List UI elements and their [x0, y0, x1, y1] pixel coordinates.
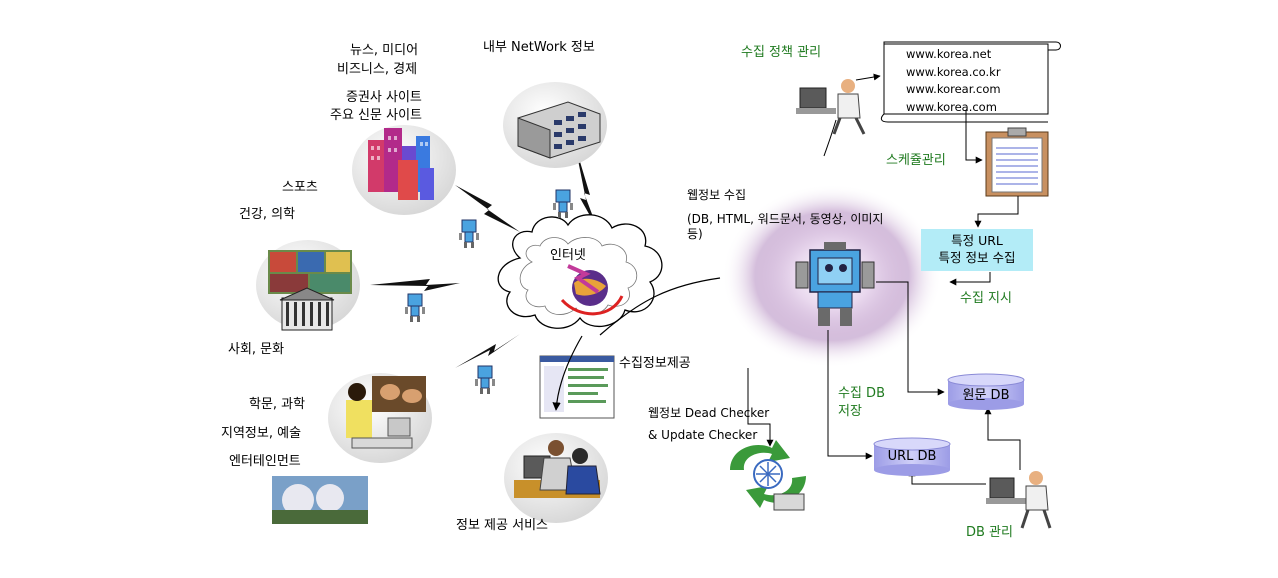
label-web-collection-detail-1: (DB, HTML, 워드문서, 동영상, 이미지: [687, 212, 884, 226]
label-collection-instruction: 수집 지시: [960, 291, 1012, 306]
specific-url-line-1: 특정 URL: [951, 233, 1003, 248]
label-sports: 스포츠: [282, 180, 318, 195]
label-society-culture: 사회, 문화: [228, 342, 285, 357]
lightning-bolt-news: [455, 185, 520, 232]
clipboard-to-url-arrow: [974, 196, 1019, 228]
globe-icon: [560, 264, 624, 316]
original-db-cylinder: [947, 373, 1025, 410]
robot-to-url-db: [827, 330, 873, 460]
label-entertainment: 엔터테인먼트: [229, 454, 301, 469]
db-manager-icon: [986, 471, 1052, 529]
service-people-icon: [514, 440, 601, 498]
label-collection-db-store-1: 수집 DB: [838, 386, 885, 401]
crawler-robot-icon: [795, 242, 875, 326]
label-regional: 지역정보, 예술: [221, 426, 302, 441]
url-scroll-document: [880, 41, 1061, 123]
instruction-arrow: [949, 272, 991, 286]
label-securities-2: 주요 신문 사이트: [330, 108, 422, 123]
label-news-media-2: 비즈니스, 경제: [337, 62, 418, 77]
label-url-db: URL DB: [887, 449, 937, 464]
lightning-bolt-sports: [370, 279, 460, 291]
doc-to-clipboard-arrow: [965, 110, 983, 164]
city-buildings-icon: [368, 128, 434, 200]
policy-to-doc-connector: [855, 73, 881, 81]
label-collected-info-provision: 수집정보제공: [619, 356, 691, 371]
small-robot-icon: [459, 219, 479, 248]
label-db-management: DB 관리: [966, 525, 1013, 540]
small-robot-icon: [475, 365, 495, 394]
label-collection-db-store-2: 저장: [838, 404, 862, 419]
small-robot-icon: [553, 189, 573, 218]
label-dead-checker-1: 웹정보 Dead Checker: [648, 406, 770, 420]
url-list: www.korea.net www.korea.co.kr www.korear…: [906, 46, 1001, 116]
label-news-media-1: 뉴스, 미디어: [350, 43, 419, 58]
schedule-clipboard-icon: [985, 127, 1049, 197]
label-web-collection-detail-2: 등): [687, 227, 703, 241]
label-securities-1: 증권사 사이트: [346, 90, 422, 105]
label-internal-network: 내부 NetWork 정보: [483, 40, 595, 55]
lightning-bolt-internal: [575, 145, 598, 230]
label-dead-checker-2: & Update Checker: [648, 428, 758, 442]
robot-to-original-db: [876, 281, 945, 396]
small-robot-icons: [405, 189, 573, 394]
label-health: 건강, 의학: [239, 207, 296, 222]
label-science: 학문, 과학: [249, 397, 306, 412]
small-robot-icon: [405, 293, 425, 322]
arrow-to-service: [552, 335, 583, 411]
label-schedule-management: 스케쥴관리: [886, 153, 946, 168]
specific-url-box: 특정 URL 특정 정보 수집: [921, 229, 1033, 271]
classical-building-icon: [279, 287, 335, 331]
label-original-db: 원문 DB: [962, 388, 1010, 403]
url-item: www.korea.co.kr: [906, 64, 1001, 79]
observatory-photo-icon: [272, 476, 368, 524]
policy-operator-icon: [796, 79, 866, 135]
label-web-collection-title: 웹정보 수집: [687, 188, 747, 202]
sports-photo-icon: [268, 250, 352, 294]
url-item: www.korea.com: [906, 99, 997, 114]
label-internet: 인터넷: [550, 248, 586, 263]
painting-icon: [372, 376, 426, 412]
person-at-desk-icon: [346, 383, 413, 449]
lightning-bolt-science: [455, 334, 520, 368]
screenshot-thumbnail: [539, 355, 615, 419]
network-curve: [599, 277, 721, 336]
label-policy-management: 수집 정책 관리: [741, 45, 822, 60]
checker-arrow: [747, 368, 774, 447]
specific-url-line-2: 특정 정보 수집: [938, 250, 1016, 265]
url-db-cylinder: [873, 437, 951, 476]
office-building-icon: [517, 101, 601, 159]
recycle-checker-icon: [730, 440, 806, 511]
url-item: www.korea.net: [906, 47, 992, 61]
label-info-service: 정보 제공 서비스: [456, 518, 548, 533]
url-item: www.korear.com: [906, 82, 1001, 96]
lightning-bolts: [370, 145, 598, 368]
db-manager-to-original-db: [984, 407, 1021, 470]
operator-lean-line: [823, 119, 837, 157]
